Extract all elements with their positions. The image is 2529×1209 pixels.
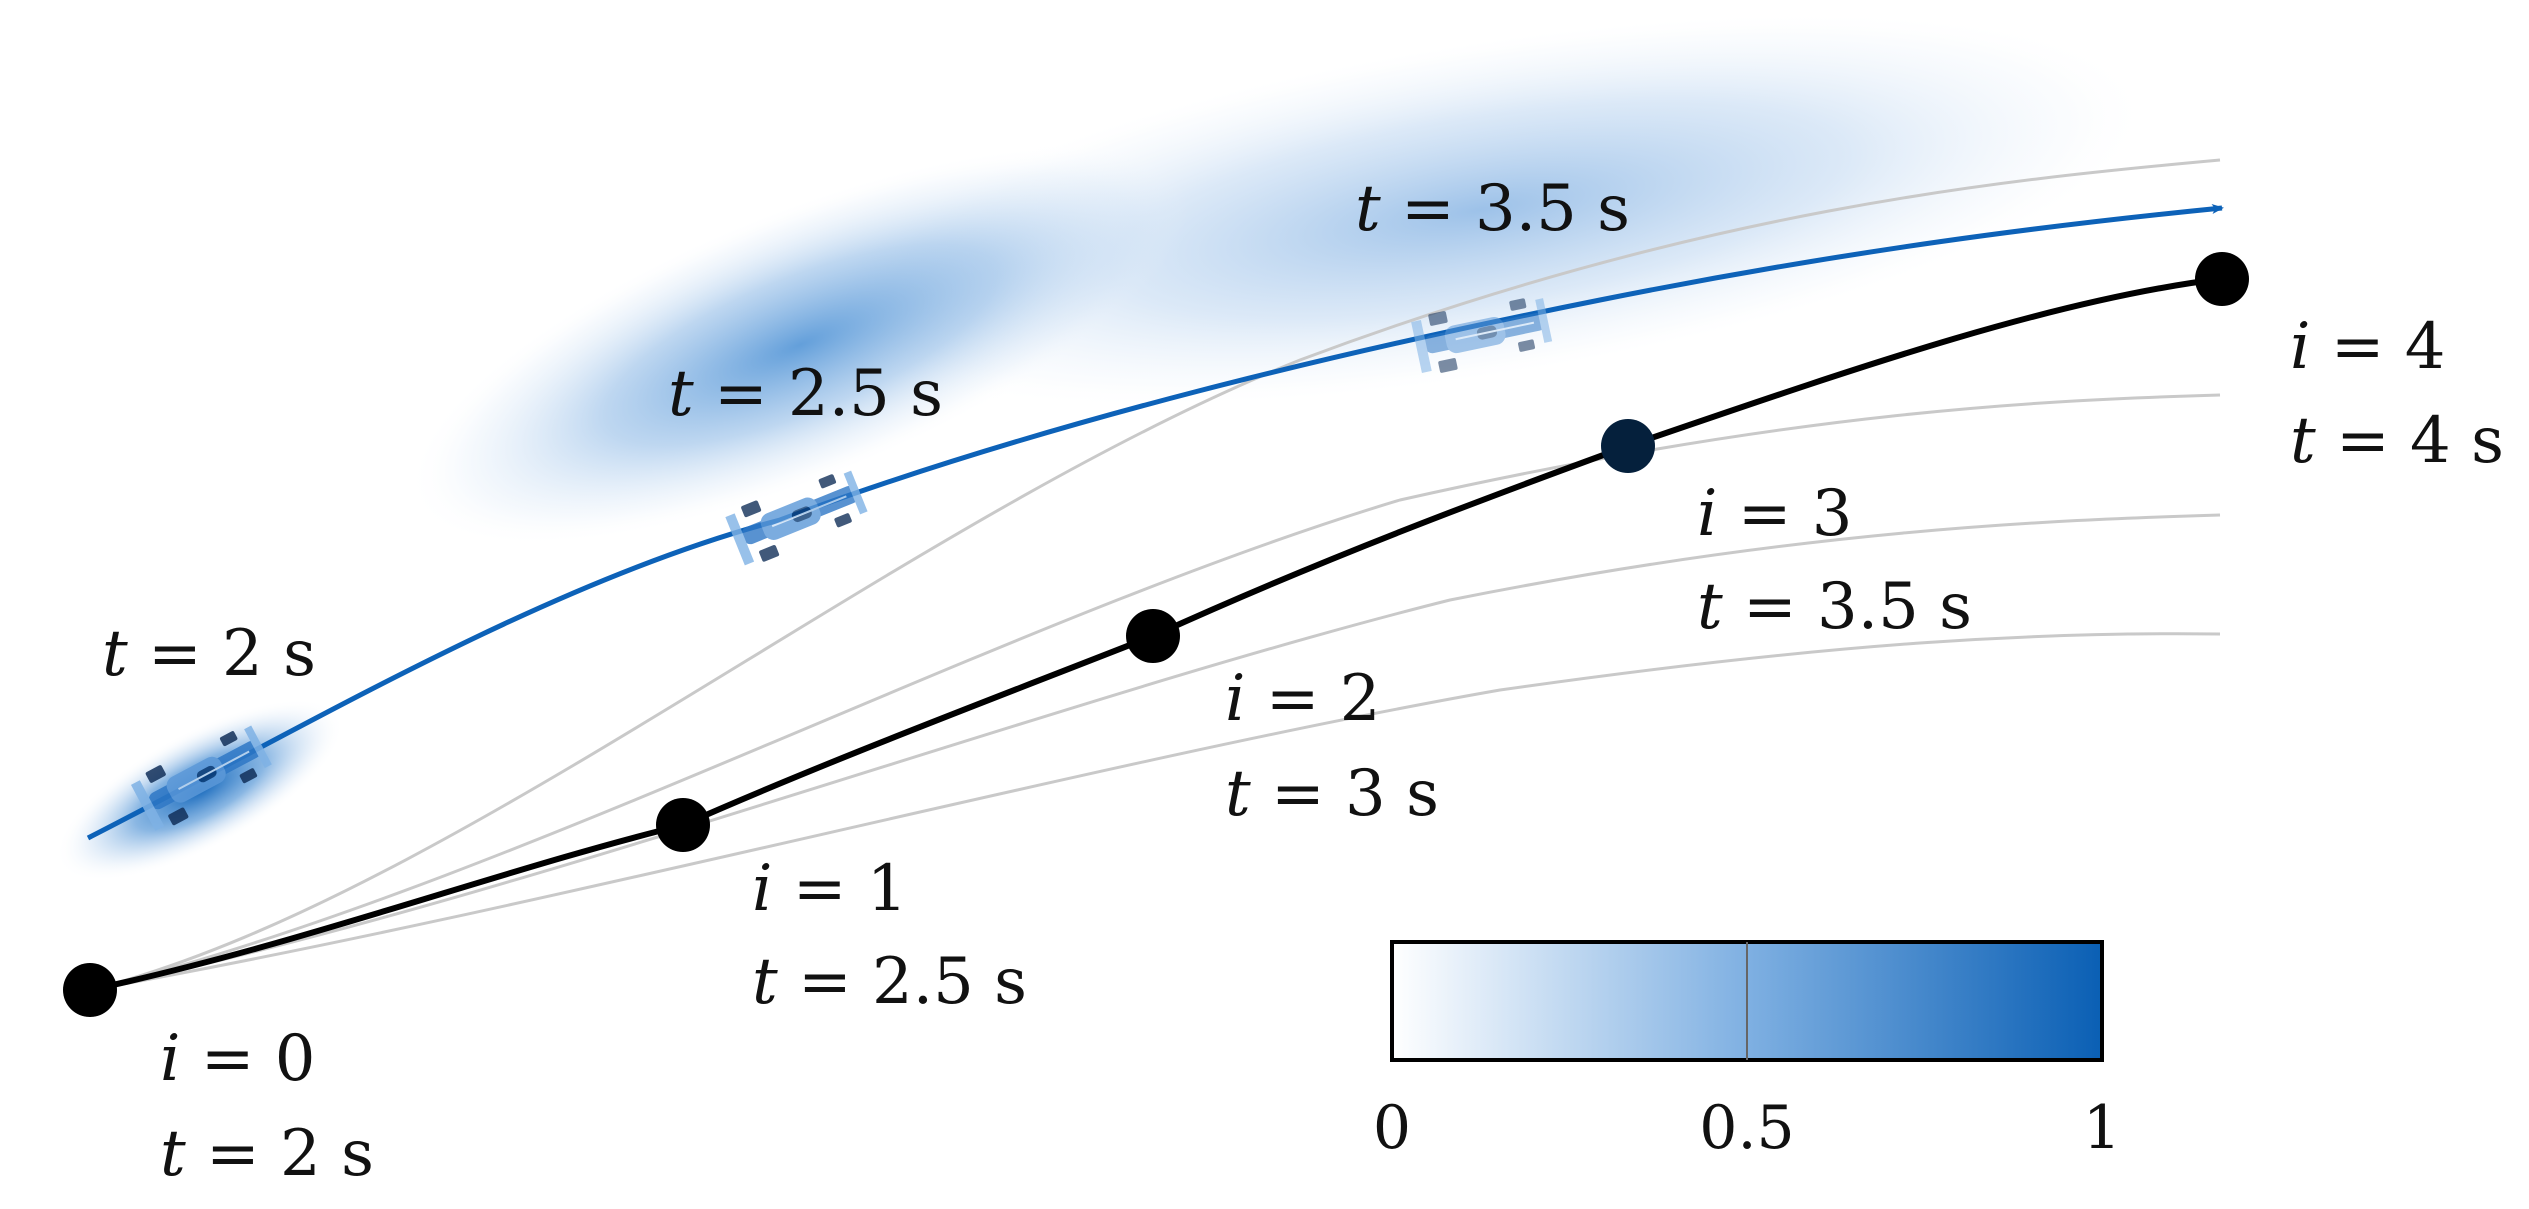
- colorbar-tick-label: 1: [2083, 1093, 2121, 1163]
- waypoint-dot: [1601, 419, 1655, 473]
- uncertainty-blob: [807, 11, 2153, 409]
- predicted-trajectory: [86, 204, 2224, 841]
- waypoint-index-label: i = 0: [160, 1022, 316, 1096]
- waypoint-dot: [1126, 609, 1180, 663]
- prediction-time-label: t = 2.5 s: [668, 357, 943, 431]
- waypoint-time-label: t = 3.5 s: [1697, 570, 1972, 644]
- waypoint-labels: i = 0 t = 2 s i = 1 t = 2.5 s i = 2 t = …: [160, 310, 2504, 1191]
- waypoints: [63, 252, 2249, 1017]
- waypoint-dot: [656, 798, 710, 852]
- waypoint-index-label: i = 1: [752, 852, 908, 926]
- waypoint-label: i = 2 t = 3 s: [1225, 662, 1439, 831]
- waypoint-index-label: i = 4: [2290, 310, 2446, 384]
- waypoint-time-label: t = 2 s: [160, 1117, 374, 1191]
- waypoint-time-label: t = 4 s: [2290, 404, 2504, 478]
- waypoint-label: i = 4 t = 4 s: [2290, 310, 2504, 478]
- waypoint-index-label: i = 2: [1225, 662, 1381, 736]
- waypoint-dot: [2195, 252, 2249, 306]
- uncertainty-blob: [407, 143, 1193, 547]
- waypoint-index-label: i = 3: [1697, 477, 1853, 551]
- waypoint-label: i = 3 t = 3.5 s: [1697, 477, 1972, 644]
- candidate-curve: [89, 632, 2221, 992]
- candidate-curve: [89, 158, 2221, 992]
- candidate-curve: [89, 513, 2221, 992]
- prediction-labels: t = 2 s t = 2.5 s t = 3.5 s: [102, 172, 1630, 691]
- candidate-curves: [89, 158, 2221, 992]
- prediction-time-label: t = 2 s: [102, 617, 316, 691]
- colorbar: 0 0.5 1: [1373, 940, 2121, 1163]
- colorbar-tick-label: 0.5: [1699, 1093, 1794, 1163]
- candidate-curve: [89, 393, 2221, 992]
- waypoint-label: i = 1 t = 2.5 s: [752, 852, 1027, 1019]
- prediction-time-label: t = 3.5 s: [1355, 172, 1630, 246]
- waypoint-dot: [63, 963, 117, 1017]
- waypoint-time-label: t = 3 s: [1225, 757, 1439, 831]
- colorbar-tick-label: 0: [1373, 1093, 1411, 1163]
- waypoint-time-label: t = 2.5 s: [752, 945, 1027, 1019]
- uncertainty-blobs: [56, 11, 2153, 881]
- waypoint-label: i = 0 t = 2 s: [160, 1022, 374, 1191]
